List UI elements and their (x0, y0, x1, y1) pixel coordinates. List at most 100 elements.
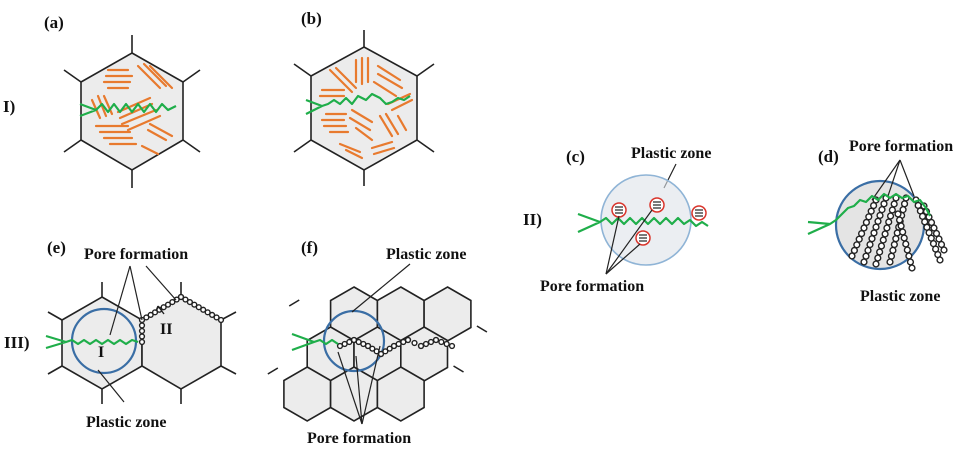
panel-f-crack (291, 332, 339, 352)
pore-icon (876, 211, 884, 220)
row-label-3: III) (4, 333, 30, 352)
pore-icon (200, 306, 207, 313)
pore-icon (138, 327, 146, 335)
panel-c-pore (611, 202, 627, 218)
pore-icon (870, 229, 878, 237)
pore-icon (867, 207, 875, 215)
pore-icon (186, 299, 193, 306)
pore-icon (889, 246, 897, 254)
pore-icon (872, 260, 880, 268)
pore-icon (177, 293, 185, 301)
pore-icon (169, 299, 176, 306)
panel-c-label: (c) (566, 147, 585, 166)
panel-b-grain (310, 46, 418, 171)
pore-icon (448, 342, 456, 350)
grain-boundary-stub (288, 299, 300, 307)
pore-icon (869, 202, 878, 210)
panel-e-boundary-pores (138, 293, 225, 346)
panel-f-grains (267, 286, 488, 422)
pore-icon (138, 333, 146, 340)
grain-boundary-stub (453, 365, 464, 373)
pore-icon (908, 264, 916, 272)
panel-b-label: (b) (301, 9, 322, 28)
panel-c-pore (635, 230, 651, 246)
pore-icon (860, 258, 868, 266)
panel-f-pore-leaders (337, 345, 381, 425)
pore-icon (143, 314, 150, 321)
pore-icon (879, 236, 887, 244)
pore-icon (382, 348, 389, 355)
panel-b-precipitates (318, 56, 414, 160)
panel-f-plastic-zone-leader (351, 263, 411, 313)
pore-icon (877, 242, 886, 250)
pore-icon (876, 248, 884, 256)
panel-d-crack (807, 192, 931, 236)
pore-icon (874, 254, 882, 262)
pore-icon (422, 340, 430, 348)
panel-e-grain-II-label: II (160, 321, 172, 338)
pore-icon (147, 311, 154, 318)
panel-c-pore (649, 197, 665, 213)
panel-e-pore-formation-label: Pore formation (84, 246, 188, 263)
pore-icon (860, 224, 868, 232)
pore-icon (881, 230, 889, 238)
pore-icon (160, 304, 167, 311)
panel-a: (a) (44, 13, 201, 188)
pore-icon (364, 342, 372, 350)
pore-icon (935, 235, 943, 243)
panel-a-precipitates (90, 62, 174, 156)
pore-icon (872, 223, 880, 231)
panel-c-crack (577, 212, 709, 234)
panel-d-pore-formation-label: Pore formation (849, 138, 953, 155)
panel-f-pore-formation-label: Pore formation (307, 430, 411, 447)
pore-icon (182, 296, 189, 303)
pore-icon (895, 216, 904, 224)
pore-icon (417, 342, 425, 350)
pore-icon (868, 235, 876, 243)
panel-d-pore-chains (848, 194, 948, 272)
grain-cell (376, 366, 425, 422)
panel-e-label: (e) (47, 238, 66, 257)
pore-icon (886, 212, 895, 220)
pore-icon (855, 235, 863, 243)
pore-icon (209, 311, 216, 318)
pore-icon (880, 200, 888, 208)
pore-icon (894, 210, 902, 218)
pore-icon (191, 301, 198, 308)
pore-icon (883, 224, 891, 232)
pore-icon (890, 200, 898, 208)
pore-icon (878, 206, 886, 214)
panel-f-boundary-pores (336, 336, 456, 358)
panel-e: (e) Pore formation I II Plastic zone (45, 238, 237, 431)
pore-icon (885, 218, 893, 226)
pore-icon (438, 338, 445, 346)
grain-boundary-stub (267, 367, 279, 375)
pore-icon (857, 230, 866, 238)
pore-icon (865, 213, 873, 221)
grain-boundary-stub (476, 325, 488, 333)
pore-icon (900, 234, 908, 242)
pore-icon (887, 252, 896, 260)
pore-icon (902, 240, 910, 248)
pore-icon (404, 336, 412, 344)
pore-icon (888, 206, 896, 214)
pore-icon (927, 218, 936, 227)
pore-icon (937, 240, 946, 249)
pore-icon (195, 304, 202, 311)
pore-icon (866, 240, 874, 249)
pore-icon (890, 240, 898, 249)
pore-icon (899, 228, 907, 236)
pore-icon (892, 235, 900, 243)
panel-e-plastic-zone-label: Plastic zone (86, 414, 166, 431)
panel-f: (f) Plastic zone Pore formation (267, 238, 488, 447)
pore-icon (173, 296, 180, 303)
pore-icon (164, 301, 172, 308)
panel-b-grain-boundaries (293, 30, 435, 186)
pore-icon (427, 338, 435, 346)
pore-icon (138, 322, 146, 329)
pore-icon (899, 206, 907, 214)
pore-icon (936, 256, 944, 264)
pore-icon (369, 345, 376, 352)
pore-icon (443, 340, 450, 348)
